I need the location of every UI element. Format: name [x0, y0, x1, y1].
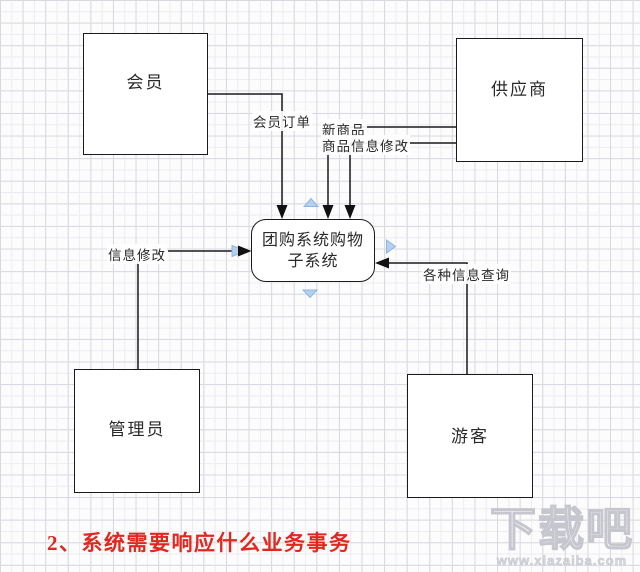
connector-info-query[interactable]	[375, 257, 468, 375]
edge-label-product-info-edit: 商品信息修改	[321, 135, 410, 155]
arrowhead-down-icon	[322, 205, 334, 219]
node-member[interactable]: 会员	[83, 33, 208, 155]
edge-label-member-order: 会员订单	[252, 111, 312, 131]
node-supplier-label: 供应商	[491, 79, 548, 99]
edge-label-info-edit: 信息修改	[107, 244, 167, 264]
watermark: 下载吧 www.xiazaiba.com	[489, 503, 634, 569]
watermark-logo: 下载吧	[489, 503, 634, 555]
node-visitor[interactable]: 游客	[407, 374, 533, 498]
connector-member-order[interactable]	[208, 93, 288, 219]
arrowhead-left-icon	[375, 257, 389, 269]
node-admin[interactable]: 管理员	[74, 369, 200, 493]
node-system-label-line2: 子系统	[287, 252, 339, 270]
node-member-label: 会员	[126, 72, 165, 92]
arrowhead-right-icon	[238, 245, 252, 257]
edge-label-info-query: 各种信息查询	[422, 264, 511, 284]
node-admin-label: 管理员	[108, 419, 166, 439]
autoconnect-down-icon[interactable]	[301, 289, 319, 299]
caption-text[interactable]: 2、系统需要响应什么业务事务	[47, 531, 352, 555]
watermark-url: www.xiazaiba.com	[496, 553, 628, 569]
node-supplier[interactable]: 供应商	[456, 38, 583, 162]
connector-info-edit[interactable]	[137, 244, 252, 370]
node-system-process[interactable]: 团购系统购物 子系统	[251, 219, 375, 282]
autoconnect-up-icon[interactable]	[302, 197, 320, 207]
arrowhead-down-icon	[344, 205, 356, 219]
autoconnect-right-icon[interactable]	[386, 239, 397, 254]
arrowhead-down-icon	[276, 205, 288, 219]
node-visitor-label: 游客	[451, 426, 489, 446]
node-system-label-line1: 团购系统购物	[261, 231, 364, 249]
edge-label-new-product: 新商品	[321, 119, 367, 139]
